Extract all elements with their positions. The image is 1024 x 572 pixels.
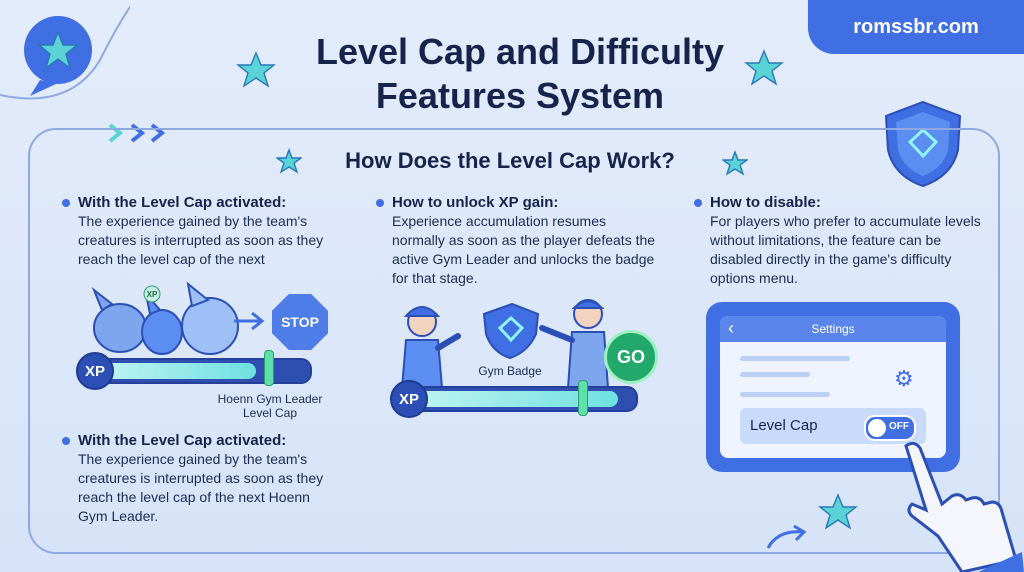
placeholder-line bbox=[740, 392, 830, 397]
level-cap-marker bbox=[264, 350, 274, 386]
cap-label: Hoenn Gym Leader Level Cap bbox=[200, 392, 340, 420]
section-subtitle: How Does the Level Cap Work? bbox=[345, 148, 675, 173]
col3-block: How to disable: For players who prefer t… bbox=[694, 194, 990, 288]
creatures-illustration bbox=[91, 281, 239, 355]
col2-text: Experience accumulation resumes normally… bbox=[392, 213, 656, 286]
xp-bar-fill bbox=[104, 363, 256, 379]
go-badge: GO bbox=[604, 330, 658, 384]
trainers-illustration bbox=[400, 299, 610, 388]
xp-bar-capped bbox=[86, 358, 312, 384]
curved-arrow-icon bbox=[766, 524, 807, 549]
stop-sign: STOP bbox=[272, 294, 328, 350]
bullet bbox=[62, 199, 70, 207]
xp-badge: XP bbox=[76, 352, 114, 390]
toggle-knob bbox=[868, 419, 886, 437]
col1-heading-2: With the Level Cap activated: bbox=[78, 432, 287, 449]
gym-badge-label: Gym Badge bbox=[478, 364, 542, 378]
col2-block: How to unlock XP gain: Experience accumu… bbox=[376, 194, 662, 288]
settings-header: ‹ Settings bbox=[720, 316, 946, 342]
toggle-state: OFF bbox=[889, 421, 909, 432]
star-icon bbox=[276, 148, 302, 174]
placeholder-line bbox=[740, 372, 810, 377]
setting-label: Level Cap bbox=[750, 417, 818, 434]
xp-badge: XP bbox=[390, 380, 428, 418]
xp-bar-fill bbox=[418, 391, 618, 407]
page-title: Level Cap and Difficulty Features System bbox=[240, 30, 800, 118]
brand-badge[interactable]: romssbr.com bbox=[808, 0, 1024, 54]
title-line-1: Level Cap and Difficulty bbox=[315, 31, 725, 72]
pointing-hand-icon bbox=[904, 441, 1024, 572]
placeholder-line bbox=[740, 356, 850, 361]
xp-bar-unlocked bbox=[400, 386, 638, 412]
arrow-right-icon bbox=[234, 311, 265, 331]
col1-text: The experience gained by the team's crea… bbox=[78, 213, 324, 267]
settings-screen: ‹ Settings ⚙ Level Cap OFF bbox=[720, 316, 946, 458]
tablet-device: ‹ Settings ⚙ Level Cap OFF bbox=[706, 302, 960, 472]
gear-icon[interactable]: ⚙ bbox=[894, 366, 914, 391]
cap-label-line-2: Level Cap bbox=[242, 406, 298, 420]
sparkle-star-icon bbox=[818, 493, 858, 530]
col2-heading: How to unlock XP gain: bbox=[392, 194, 559, 211]
col1-block: With the Level Cap activated: The experi… bbox=[62, 194, 340, 269]
col3-heading: How to disable: bbox=[710, 194, 821, 211]
col1-text-2: The experience gained by the team's crea… bbox=[78, 451, 324, 524]
star-icon bbox=[722, 150, 748, 176]
star-bubble-icon bbox=[0, 5, 130, 100]
xp-bubble: XP bbox=[146, 290, 158, 299]
level-cap-marker bbox=[578, 380, 588, 416]
level-cap-setting-row[interactable]: Level Cap OFF bbox=[740, 408, 926, 444]
level-cap-toggle[interactable]: OFF bbox=[864, 415, 916, 441]
sparkle-star-icon bbox=[236, 51, 276, 88]
back-icon[interactable]: ‹ bbox=[728, 318, 734, 338]
content-panel bbox=[28, 128, 1000, 554]
sparkle-star-icon bbox=[744, 49, 784, 86]
col1-block-2: With the Level Cap activated: The experi… bbox=[62, 432, 340, 526]
col1-heading: With the Level Cap activated: bbox=[78, 194, 287, 211]
bullet bbox=[62, 437, 70, 445]
title-line-2: Features System bbox=[375, 75, 665, 116]
cap-label-line-1: Hoenn Gym Leader bbox=[217, 392, 323, 406]
settings-title: Settings bbox=[811, 322, 855, 336]
chevrons-icon bbox=[108, 123, 166, 143]
bullet bbox=[694, 199, 702, 207]
bullet bbox=[376, 199, 384, 207]
col3-text: For players who prefer to accumulate lev… bbox=[710, 213, 981, 286]
